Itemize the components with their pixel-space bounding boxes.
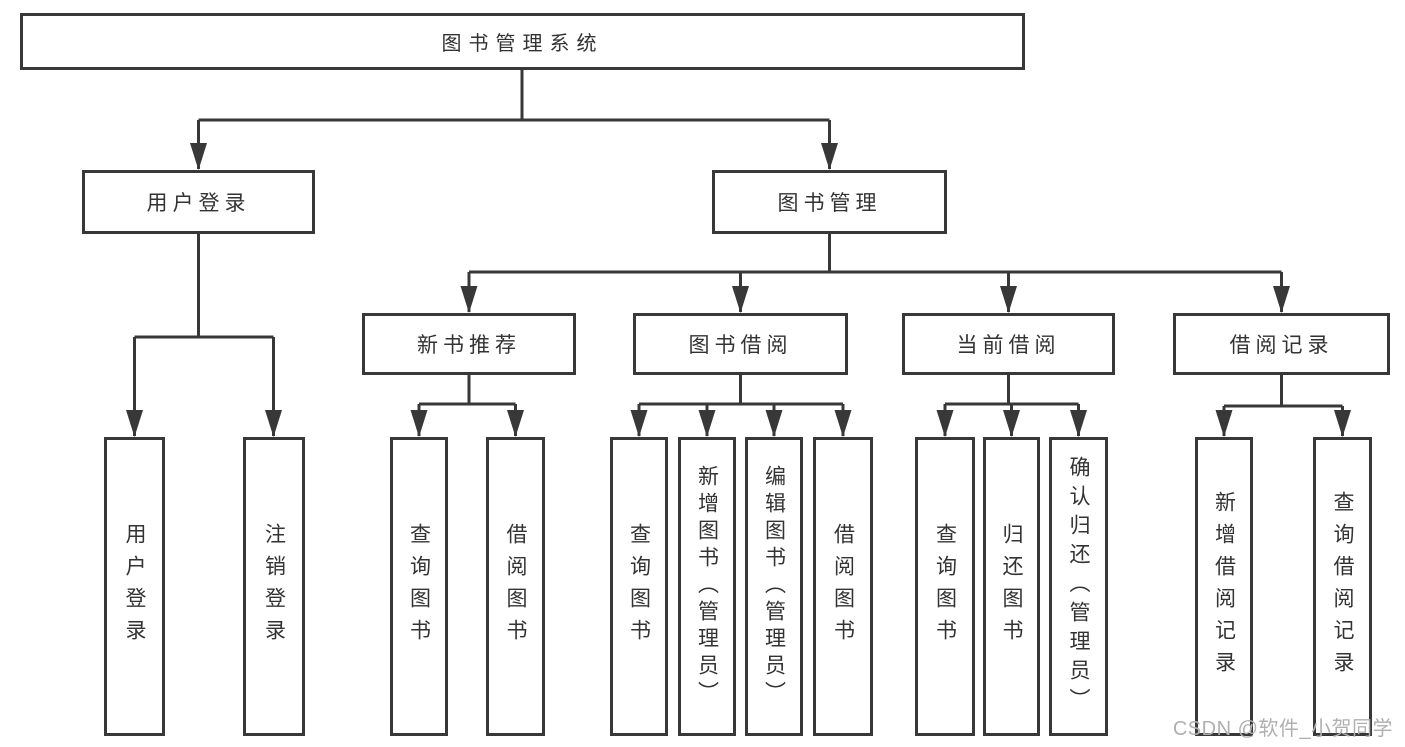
node-borrow-records: 借阅记录	[1173, 313, 1390, 375]
leaf-user-login: 用户登录	[104, 437, 165, 736]
connector-book-mgmt-branch	[460, 234, 1290, 313]
leaf-cb-confirm-return-admin-label: 确认归还（管理员）	[1067, 456, 1090, 717]
node-library-system-label: 图书管理系统	[441, 33, 604, 55]
node-new-book-recommend-label: 新书推荐	[417, 334, 521, 357]
connector-current-borrow-branch	[936, 375, 1087, 437]
node-book-borrow-label: 图书借阅	[688, 334, 793, 357]
leaf-cb-query-books-label: 查询图书	[933, 522, 957, 651]
leaf-bb-add-books-admin: 新增图书（管理员）	[678, 437, 736, 736]
connector-user-login-branch	[126, 234, 282, 437]
leaf-br-add-record: 新增借阅记录	[1195, 437, 1253, 736]
connector-borrow-record-branch	[1215, 375, 1351, 437]
leaf-logout: 注销登录	[243, 437, 305, 736]
leaf-bb-add-books-admin-label: 新增图书（管理员）	[695, 465, 719, 708]
leaf-cb-query-books: 查询图书	[915, 437, 975, 736]
leaf-cb-return-books: 归还图书	[983, 437, 1040, 736]
leaf-cb-return-books-label: 归还图书	[1000, 522, 1023, 651]
leaf-br-query-record: 查询借阅记录	[1313, 437, 1372, 736]
leaf-bb-edit-books-admin: 编辑图书（管理员）	[745, 437, 803, 736]
node-borrow-records-label: 借阅记录	[1229, 334, 1334, 357]
node-new-book-recommend: 新书推荐	[362, 313, 576, 375]
leaf-br-add-record-label: 新增借阅记录	[1212, 490, 1236, 683]
connector-root-branch	[190, 70, 838, 170]
leaf-cb-confirm-return-admin: 确认归还（管理员）	[1049, 437, 1108, 736]
leaf-bb-query-books-label: 查询图书	[627, 522, 651, 651]
node-book-borrow: 图书借阅	[633, 313, 848, 375]
leaf-bb-query-books: 查询图书	[610, 437, 668, 736]
leaf-nb-query-books-label: 查询图书	[407, 522, 431, 651]
node-library-system: 图书管理系统	[20, 13, 1025, 70]
leaf-br-query-record-label: 查询借阅记录	[1331, 490, 1354, 683]
connector-new-book-branch	[410, 375, 524, 437]
leaf-bb-borrow-books-label: 借阅图书	[831, 522, 855, 651]
leaf-nb-borrow-books-label: 借阅图书	[504, 522, 527, 651]
leaf-user-login-label: 用户登录	[123, 522, 146, 651]
leaf-logout-label: 注销登录	[262, 522, 286, 651]
node-user-login-label: 用户登录	[146, 192, 251, 215]
csdn-watermark: CSDN @软件_小贺同学	[1172, 718, 1393, 740]
node-book-management: 图书管理	[712, 170, 947, 234]
leaf-nb-query-books: 查询图书	[390, 437, 448, 736]
node-current-borrow-label: 当前借阅	[956, 334, 1061, 357]
leaf-nb-borrow-books: 借阅图书	[486, 437, 545, 736]
leaf-bb-edit-books-admin-label: 编辑图书（管理员）	[762, 465, 786, 708]
node-current-borrow: 当前借阅	[902, 313, 1115, 375]
node-book-management-label: 图书管理	[777, 192, 882, 215]
connector-book-borrow-branch	[630, 375, 852, 437]
leaf-bb-borrow-books: 借阅图书	[813, 437, 873, 736]
node-user-login: 用户登录	[82, 170, 315, 234]
